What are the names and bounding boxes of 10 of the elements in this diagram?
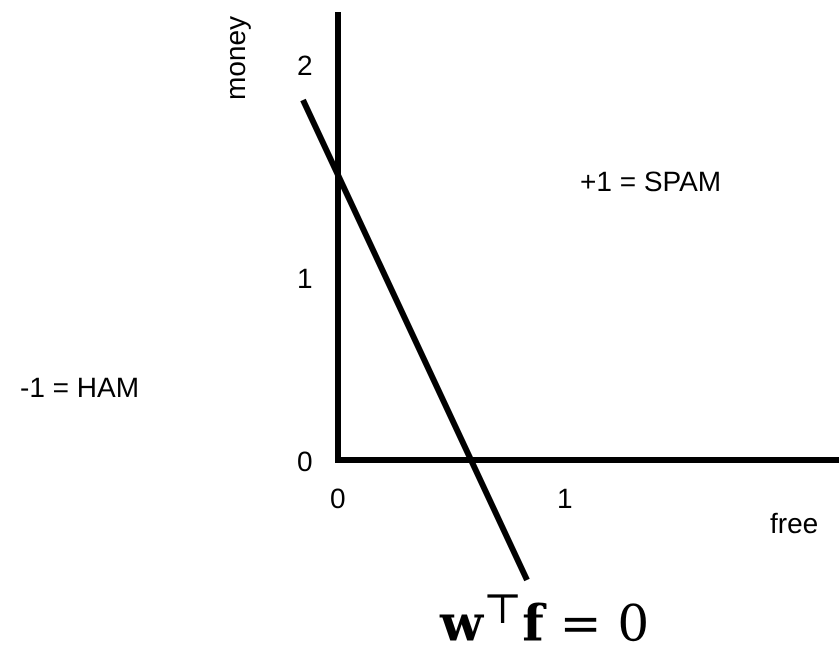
axis-title: money [222,16,250,100]
tick-label: 0 [330,485,346,513]
tick-label: 0 [297,448,313,476]
region-label: +1 = SPAM [580,168,722,196]
axis-title: free [770,510,818,538]
equation: w$^{⊤}$f = 0 [440,588,650,649]
tick-label: 1 [557,485,573,513]
region-label: -1 = HAM [20,374,140,402]
tick-label: 1 [297,265,313,293]
tick-label: 2 [297,52,313,80]
